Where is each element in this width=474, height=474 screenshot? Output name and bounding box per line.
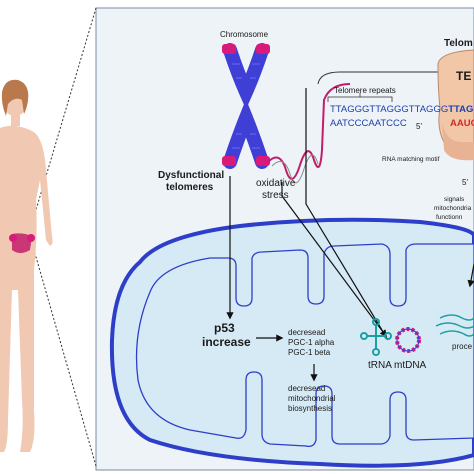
zoom-line-top — [29, 7, 97, 231]
dysfunctional-label-1: Dysfunctional — [158, 170, 225, 181]
arrow-dna-to-mtdna — [305, 88, 389, 341]
rna-prime: 5' — [462, 178, 468, 187]
human-figure-icon — [0, 79, 53, 452]
signals-label-2: mitochondria — [434, 205, 472, 212]
trna-label: tRNA — [368, 360, 392, 371]
biogenesis-label-1: decresead — [288, 384, 326, 393]
mitochondrion-cristae — [135, 243, 474, 448]
p53-label-2: increase — [202, 335, 251, 349]
arrow-signals — [467, 263, 474, 288]
trna-icon — [360, 318, 392, 356]
mtdna-label: mtDNA — [394, 360, 427, 371]
sequence-bottom: AATCCCAATCCC — [330, 118, 407, 129]
dna-strand — [267, 83, 351, 180]
pgc-label-2: PGC-1 alpha — [288, 338, 335, 347]
signals-label-3: functionn — [436, 214, 463, 221]
sequence-bottom-text: AATCCCAATCCC — [330, 118, 407, 129]
oxidative-label-1: oxidative — [256, 178, 296, 189]
sequence-bottom-prime: 5' — [416, 122, 422, 131]
connector-line — [317, 71, 474, 85]
process-label: proce — [452, 342, 473, 351]
chromosome-icon — [222, 43, 270, 169]
dysfunctional-label-2: telomeres — [166, 182, 214, 193]
pgc-label-3: PGC-1 beta — [288, 348, 331, 357]
p53-label-1: p53 — [214, 321, 235, 335]
biogenesis-label-2: mitochondrial — [288, 394, 336, 403]
sequence-top: TTAGGGTTAGGGTTAGGGTTAG — [330, 104, 473, 115]
arrow-stress-to-mtdna — [281, 182, 387, 338]
telomerase-icon — [437, 49, 474, 161]
chromosome-label: Chromosome — [220, 30, 269, 39]
processing-ribbon-icon — [435, 314, 474, 337]
rna-sequence: AAUC — [450, 118, 474, 129]
signals-label-1: signals — [444, 196, 465, 203]
zoom-line-bottom — [29, 235, 97, 467]
biogenesis-label-3: biosynthesis — [288, 404, 333, 413]
rna-matching-label: RNA matching motif — [382, 156, 440, 163]
telomere-repeats-label: Telomere repeats — [334, 86, 396, 95]
telomerase-label: Telom — [444, 38, 473, 49]
oxidative-label-2: stress — [262, 190, 289, 201]
te-label: TE — [456, 69, 472, 83]
sequence-top-plain: TTAGGGTTAGGGTTAGGG — [330, 104, 449, 115]
sequence-top-bold: TTAG — [448, 104, 474, 115]
pgc-label-1: decresead — [288, 328, 326, 337]
